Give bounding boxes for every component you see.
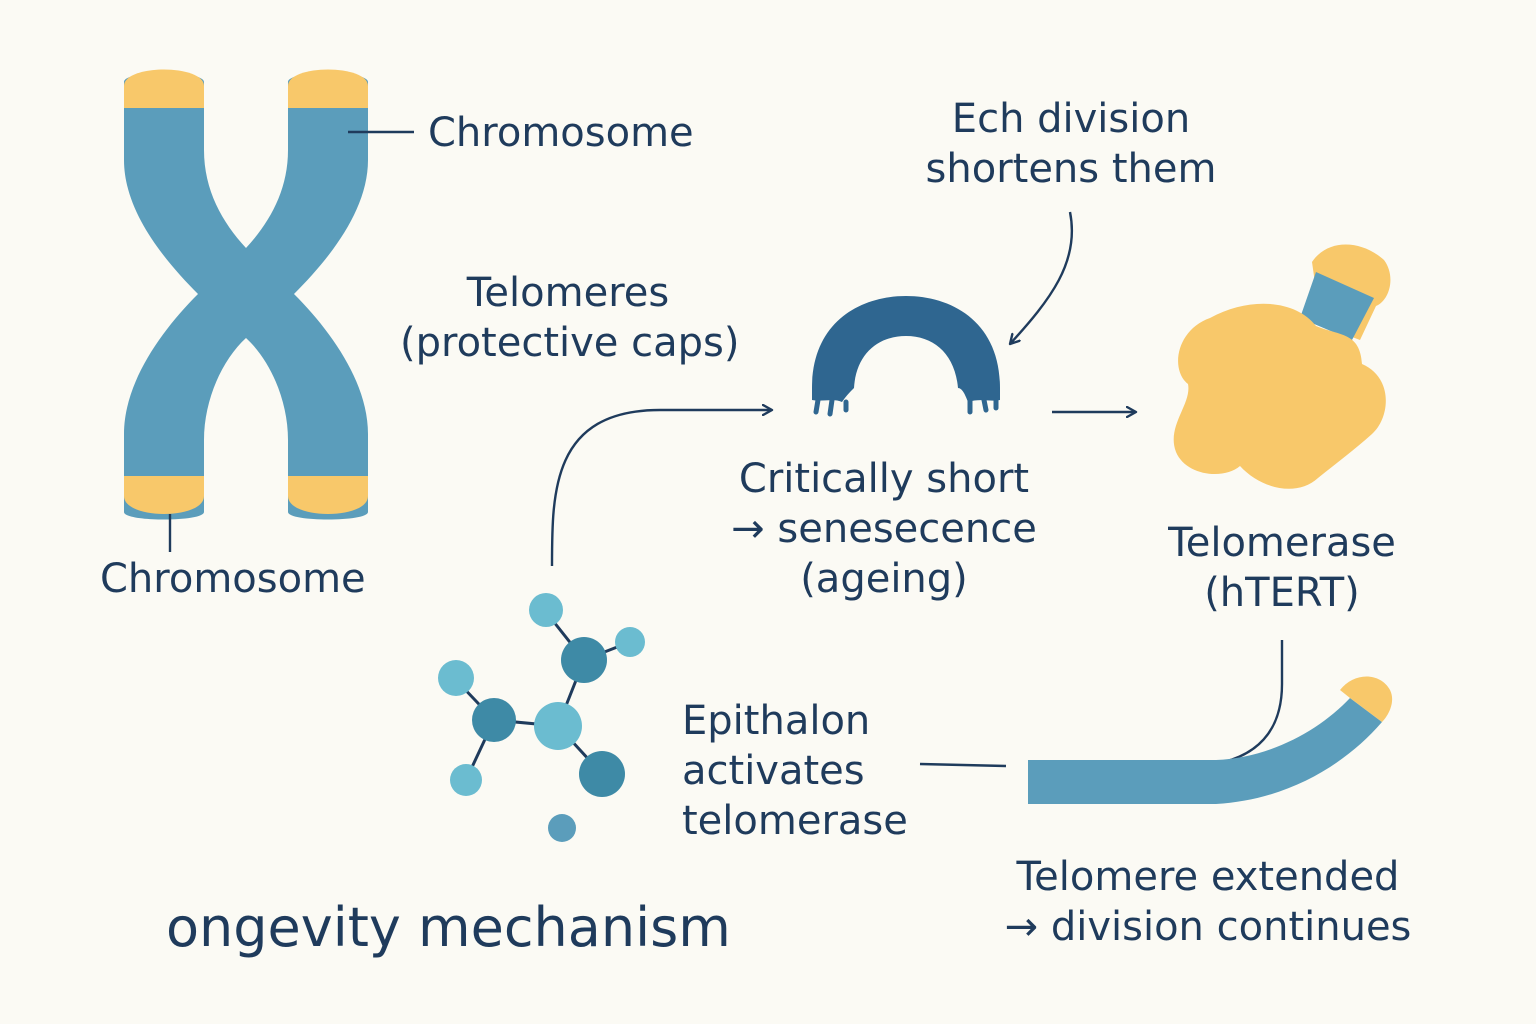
- critical-label: Critically short → senesecence (ageing): [684, 454, 1084, 604]
- telomeres-label-line1: Telomeres: [466, 270, 670, 316]
- diagram-title: ongevity mechanism: [166, 896, 731, 959]
- division-label-line2: shortens them: [925, 146, 1217, 192]
- telomerase-leader: [1223, 640, 1284, 764]
- telomeres-label-line2: (protective caps): [400, 320, 740, 366]
- critical-label-line3: (ageing): [800, 556, 968, 602]
- telomere-cap-top-right: [288, 69, 368, 108]
- chromosome-label-top: Chromosome: [428, 110, 694, 156]
- telomerase-label-line2: (hTERT): [1204, 570, 1360, 616]
- telomerase-label: Telomerase (hTERT): [1140, 518, 1424, 618]
- epithalon-molecule-icon: [438, 593, 645, 842]
- epithalon-label-line1: Epithalon: [682, 698, 871, 744]
- division-label: Ech division shortens them: [900, 94, 1242, 194]
- epithalon-label-line3: telomerase: [682, 798, 908, 844]
- telomeres-label: Telomeres (protective caps): [400, 268, 740, 368]
- chromosome-body: [124, 73, 368, 520]
- telomerase-enzyme-icon: [1173, 244, 1391, 489]
- epithalon-label: Epithalon activates telomerase: [682, 696, 908, 846]
- critical-label-line2: → senesecence: [731, 506, 1037, 552]
- critical-label-line1: Critically short: [738, 456, 1030, 502]
- short-telomere-icon: [812, 296, 1000, 417]
- chromosome-icon: [124, 69, 368, 520]
- division-label-line1: Ech division: [951, 96, 1191, 142]
- epithalon-label-line2: activates: [682, 748, 865, 794]
- arrow-division-to-telomere: [1010, 211, 1074, 344]
- extended-label-line1: Telomere extended: [1016, 854, 1400, 900]
- extended-label: Telomere extended → division continues: [968, 852, 1448, 952]
- arrow-molecule-to-telomere: [550, 410, 772, 567]
- telomere-cap-bottom-right: [288, 476, 368, 514]
- telomere-cap-top-left: [124, 69, 204, 108]
- chromosome-label-bottom: Chromosome: [100, 556, 366, 602]
- extended-telomere-icon: [1028, 676, 1393, 804]
- epithalon-connector: [919, 762, 1007, 768]
- extended-label-line2: → division continues: [1004, 904, 1412, 950]
- telomere-cap-bottom-left: [124, 476, 204, 514]
- telomerase-label-line1: Telomerase: [1168, 520, 1396, 566]
